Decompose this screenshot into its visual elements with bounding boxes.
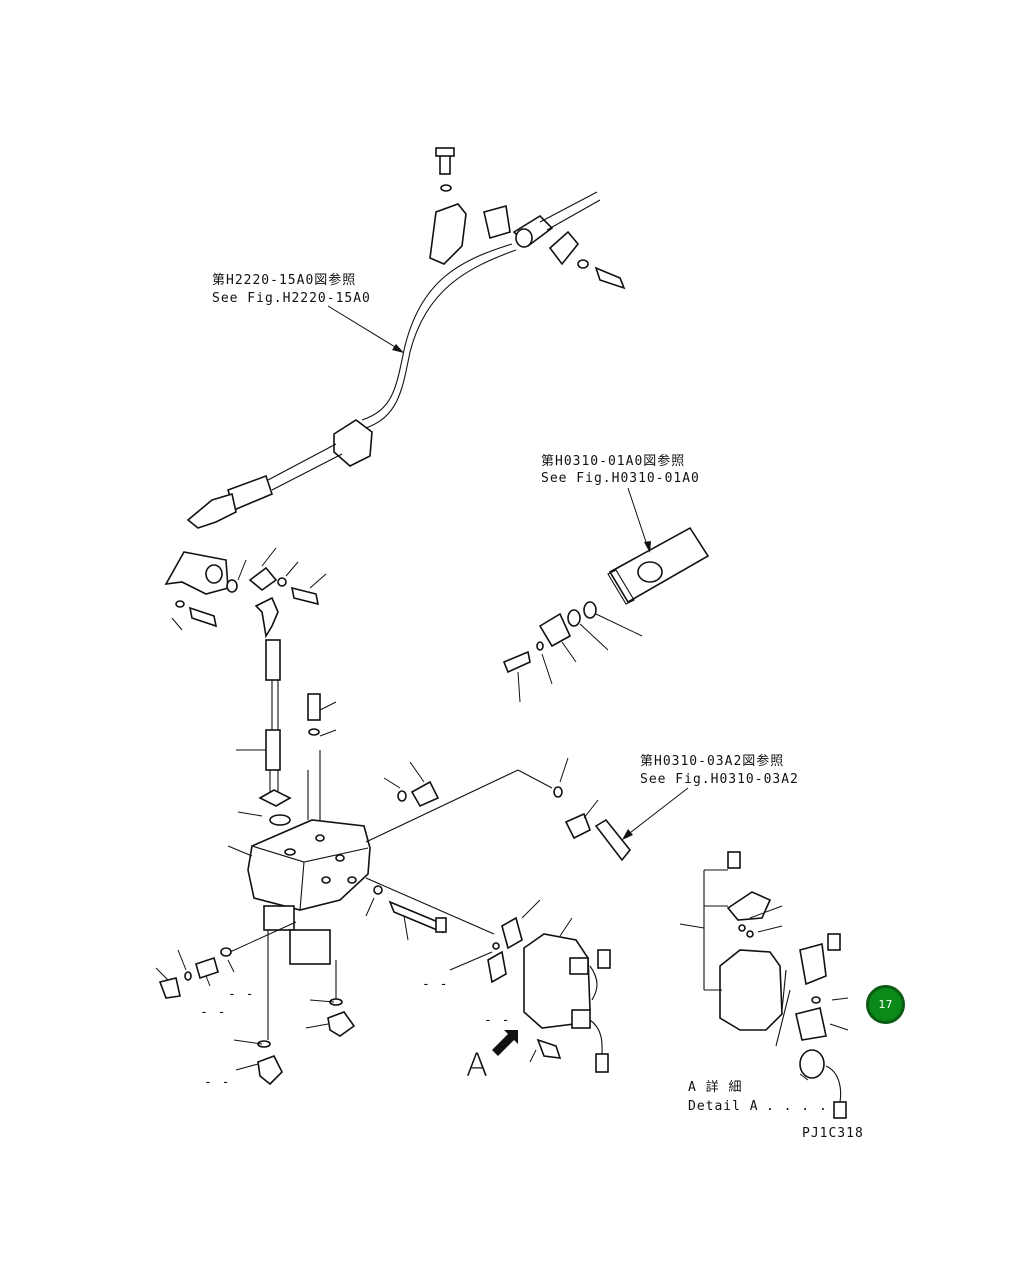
ref3-jp: 第H0310-03A2図参照 [640, 753, 784, 769]
dash-label: - - [228, 987, 254, 1002]
vertical-hose [236, 596, 292, 807]
detail-a-en: Detail A [688, 1099, 759, 1114]
pilot-pipe [365, 757, 632, 935]
dash-label: - - [484, 1013, 510, 1028]
solenoid-valve-assembly [449, 899, 611, 1073]
top-bracket-assembly [429, 147, 626, 290]
dash-label: - - [200, 1005, 226, 1020]
drawing-code: PJ1C318 [802, 1126, 864, 1141]
main-valve-block [227, 750, 371, 965]
ref3-en: See Fig.H0310-03A2 [640, 772, 799, 787]
ref2-jp: 第H0310-01A0図参照 [541, 453, 685, 469]
dash-label: - - [204, 1075, 230, 1090]
left-flange-parts [164, 547, 327, 631]
mid-bolt-and-rings [365, 885, 447, 941]
callout-ref3: 第H0310-03A2図参照 See Fig.H0310-03A2 [622, 753, 799, 840]
callout-ref2: 第H0310-01A0図参照 See Fig.H0310-01A0 [541, 453, 700, 553]
ref2-en: See Fig.H0310-01A0 [541, 471, 700, 486]
ref1-en: See Fig.H2220-15A0 [212, 291, 371, 306]
dash-label: - - [422, 977, 448, 992]
detail-a-dots: . . . . [766, 1099, 828, 1114]
bottom-left-fittings [155, 921, 356, 1086]
view-arrow [492, 1030, 518, 1056]
detail-a-assembly [679, 851, 849, 1119]
view-marker-letter: A [466, 1046, 488, 1084]
right-flange-parts [502, 526, 710, 703]
ref1-jp: 第H2220-15A0図参照 [212, 272, 356, 288]
detail-a-jp: A 詳 細 [688, 1079, 742, 1095]
small-fittings [307, 693, 440, 808]
page-number-badge[interactable]: 17 [866, 985, 905, 1024]
callout-ref1: 第H2220-15A0図参照 See Fig.H2220-15A0 [212, 272, 404, 353]
long-hose [186, 243, 517, 529]
